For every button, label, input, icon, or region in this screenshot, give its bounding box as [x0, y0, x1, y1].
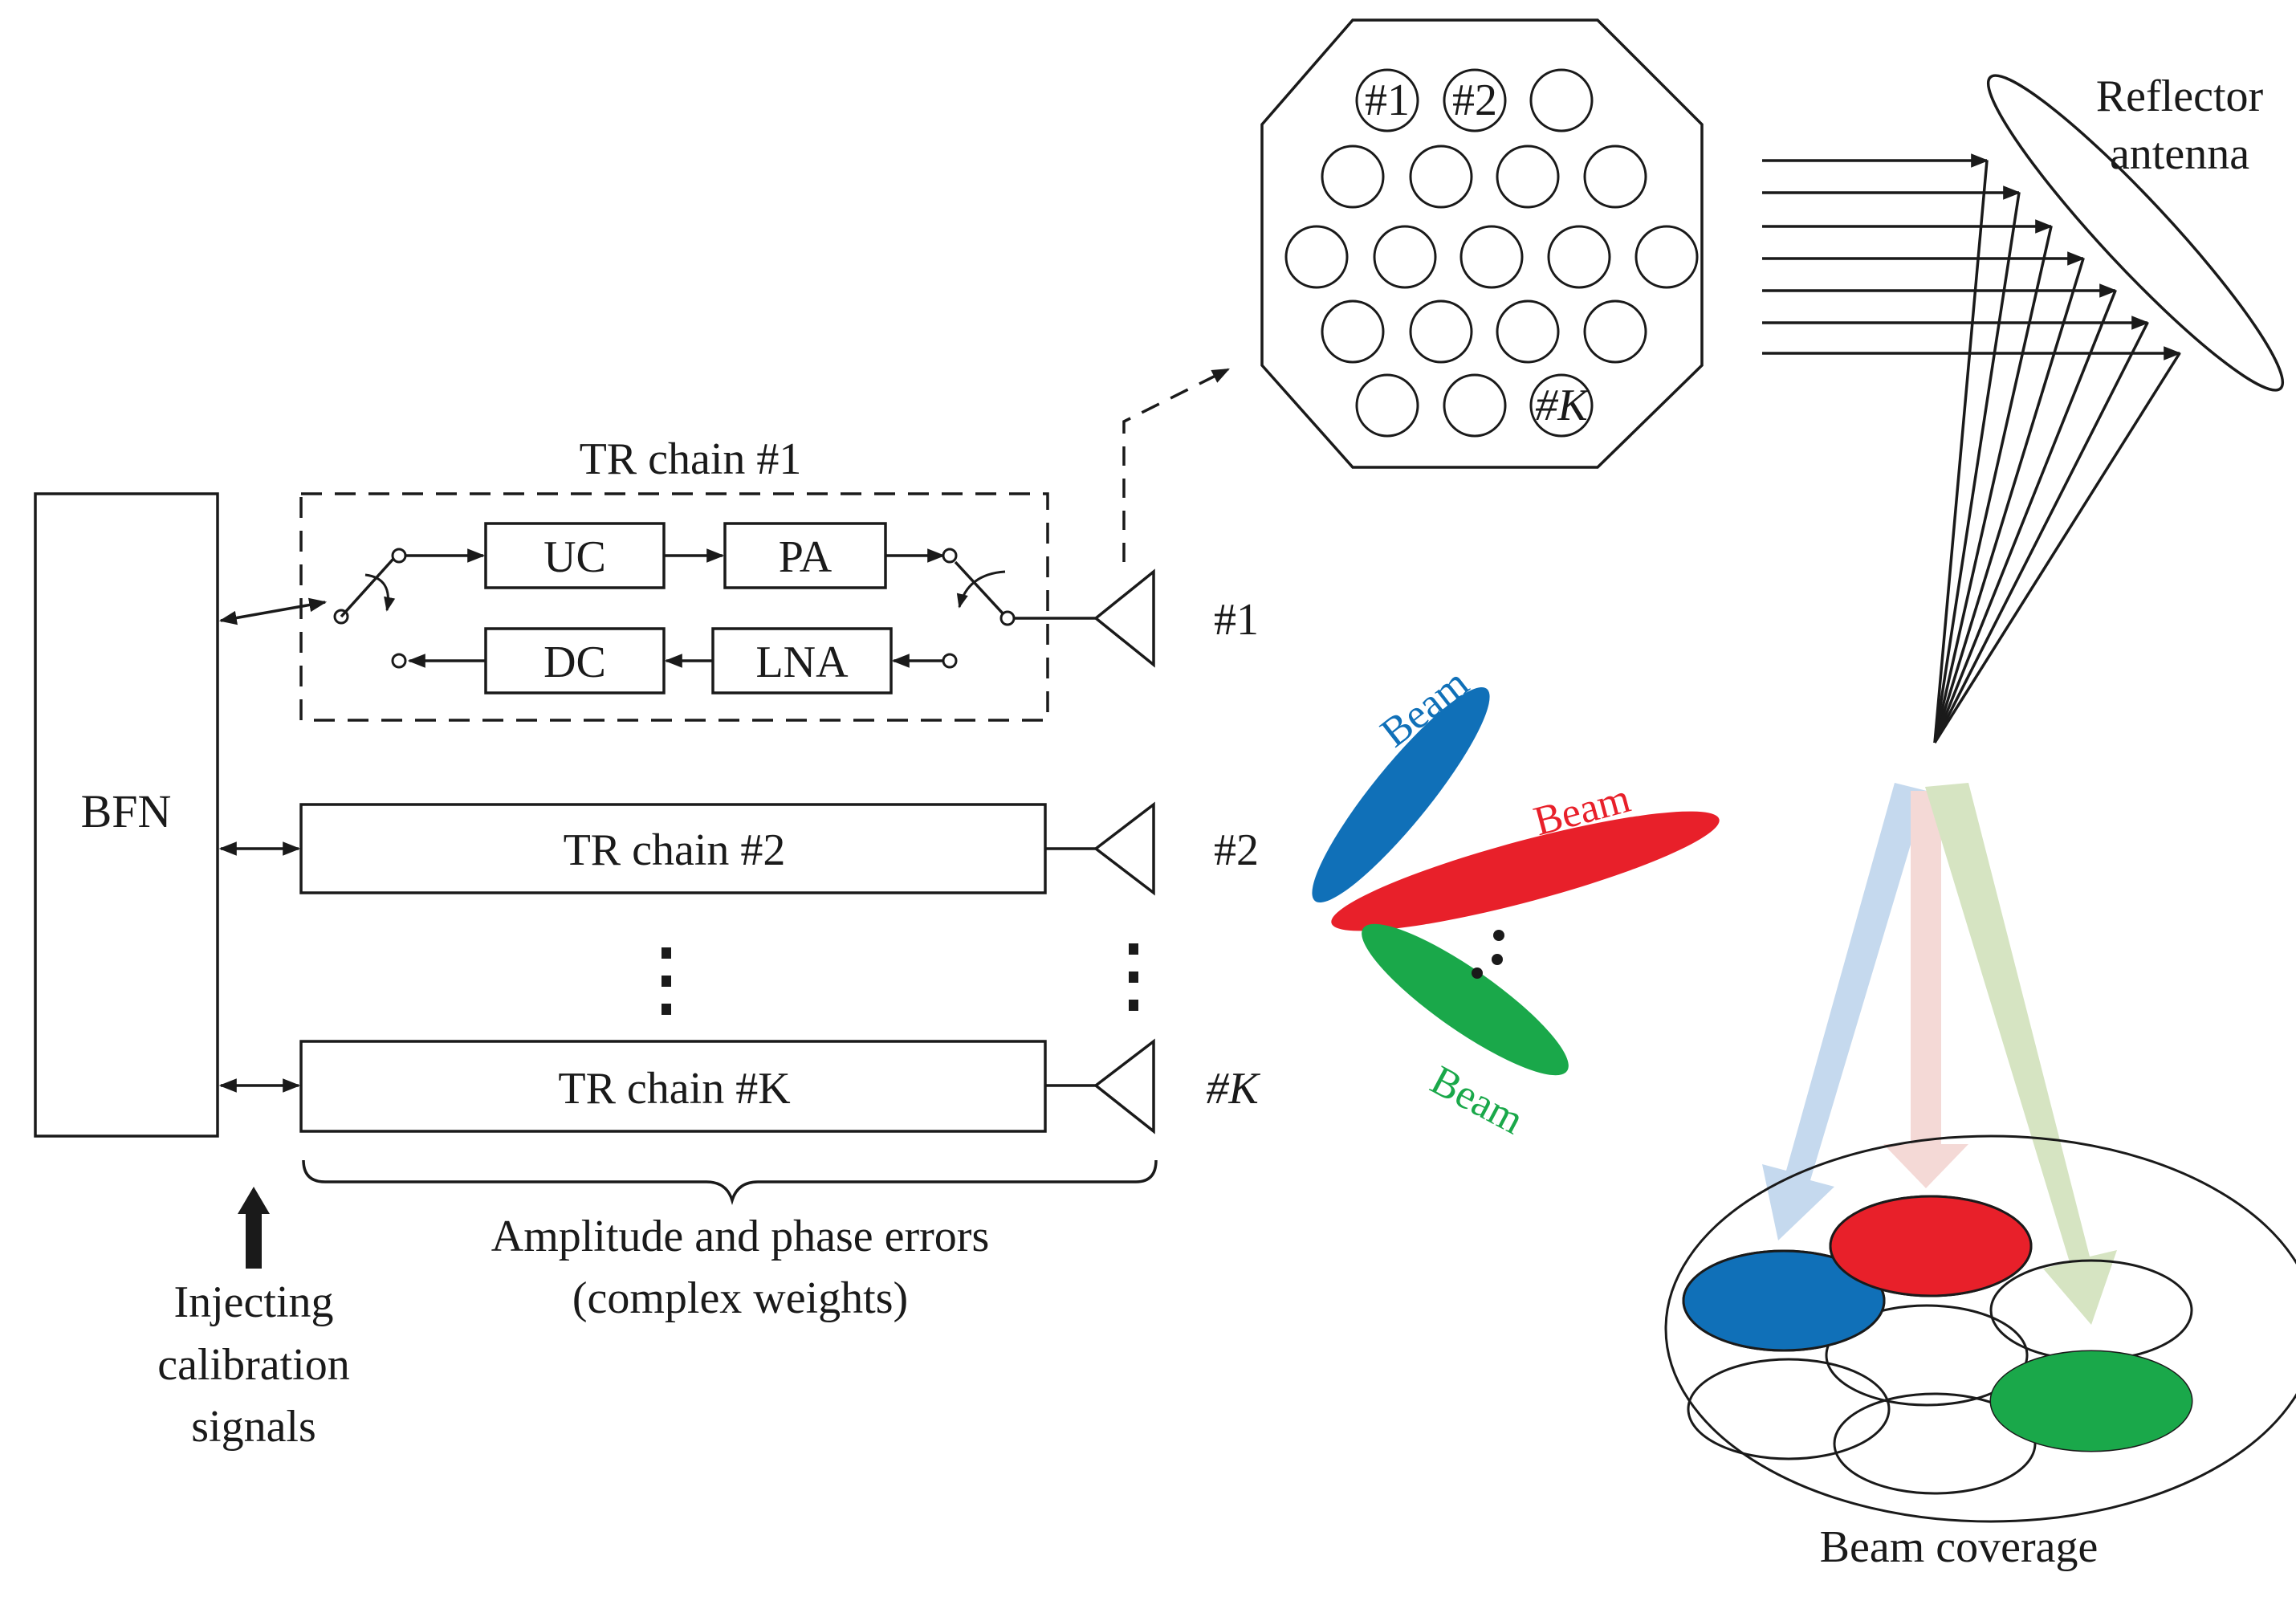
calibration-label-line2: calibration [157, 1340, 349, 1390]
antenna-k-label: #K [1206, 1064, 1260, 1114]
tr-chain-1-title: TR chain #1 [580, 434, 802, 484]
beam-green [1362, 923, 1569, 1076]
reflector-label-line2: antenna [2110, 129, 2249, 179]
coverage-spot-red [1829, 1195, 2033, 1297]
coverage-arrow-red [1883, 791, 1968, 1188]
tr-chain-2-label: TR chain #2 [564, 825, 786, 875]
rx-output-node [391, 653, 407, 669]
dc-label: DC [543, 637, 606, 687]
feed-element-k [1529, 373, 1594, 438]
beam-red [1331, 811, 1720, 931]
antenna-1-label: #1 [1214, 595, 1259, 645]
coverage-spot-green [1991, 1351, 2192, 1451]
calibration-label-line1: Injecting [173, 1277, 333, 1327]
tr-chain-1-dashed-box [299, 492, 1049, 722]
antenna-1-icon [1093, 568, 1155, 668]
feed-1-label: #1 [1365, 75, 1410, 125]
reflector-label-line1: Reflector [2096, 71, 2264, 121]
tr-chain-k-block [299, 1040, 1047, 1133]
switch-right-blade [954, 560, 1005, 616]
pa-label: PA [779, 532, 833, 582]
dc-block [484, 627, 666, 695]
reflector-antenna [1986, 74, 2285, 392]
beam-ellipsis-dots [1472, 930, 1504, 979]
errors-curly-brace [302, 1159, 1158, 1206]
coverage-arrow-green [1925, 783, 2117, 1325]
calibration-arrow-shaft [246, 1212, 262, 1269]
lna-block [711, 627, 893, 695]
switch-left-rotate-arrow [364, 573, 396, 612]
lna-label: LNA [755, 637, 849, 687]
antenna-k-icon [1093, 1038, 1155, 1134]
calibration-label-line3: signals [191, 1402, 316, 1452]
coverage-arrow-blue [1762, 783, 1927, 1240]
feed-k-label: #K [1535, 381, 1590, 430]
bfn-label: BFN [81, 785, 172, 837]
feed-element-2 [1443, 68, 1507, 132]
tr-chain-k-label: TR chain #K [558, 1064, 790, 1114]
coverage-area-outline [1664, 1134, 2296, 1523]
antenna-2-icon [1093, 801, 1155, 896]
feed-2-label: #2 [1452, 75, 1497, 125]
bfn-block [34, 492, 219, 1138]
errors-label-line2: (complex weights) [572, 1273, 908, 1323]
switch-left-blade [340, 557, 395, 618]
switch-right-common-node [999, 610, 1016, 626]
switch-right-rx-node [942, 653, 958, 669]
coverage-spot-blue [1682, 1249, 1886, 1352]
feed-element-1 [1355, 68, 1419, 132]
reflected-ray-lines [1933, 160, 2181, 743]
beam-blue [1312, 686, 1490, 903]
chain-ellipsis-dots [662, 943, 1138, 1015]
errors-label-line1: Amplitude and phase errors [491, 1212, 989, 1261]
bfn-link-1 [218, 597, 328, 625]
switch-left-tx-node [391, 548, 407, 564]
feed-mapping-dashed-arrow [1122, 368, 1230, 562]
switch-right-rotate-arrow [956, 570, 1006, 609]
switch-right-tx-node [942, 548, 958, 564]
uc-label: UC [543, 532, 606, 582]
feed-array-elements [1284, 68, 1699, 438]
calibration-arrow-head [238, 1187, 270, 1214]
antenna-2-label: #2 [1214, 825, 1259, 875]
beam-green-label: Beam [1423, 1057, 1531, 1143]
coverage-label: Beam coverage [1820, 1522, 2099, 1572]
tr-chain-2-block [299, 803, 1047, 894]
